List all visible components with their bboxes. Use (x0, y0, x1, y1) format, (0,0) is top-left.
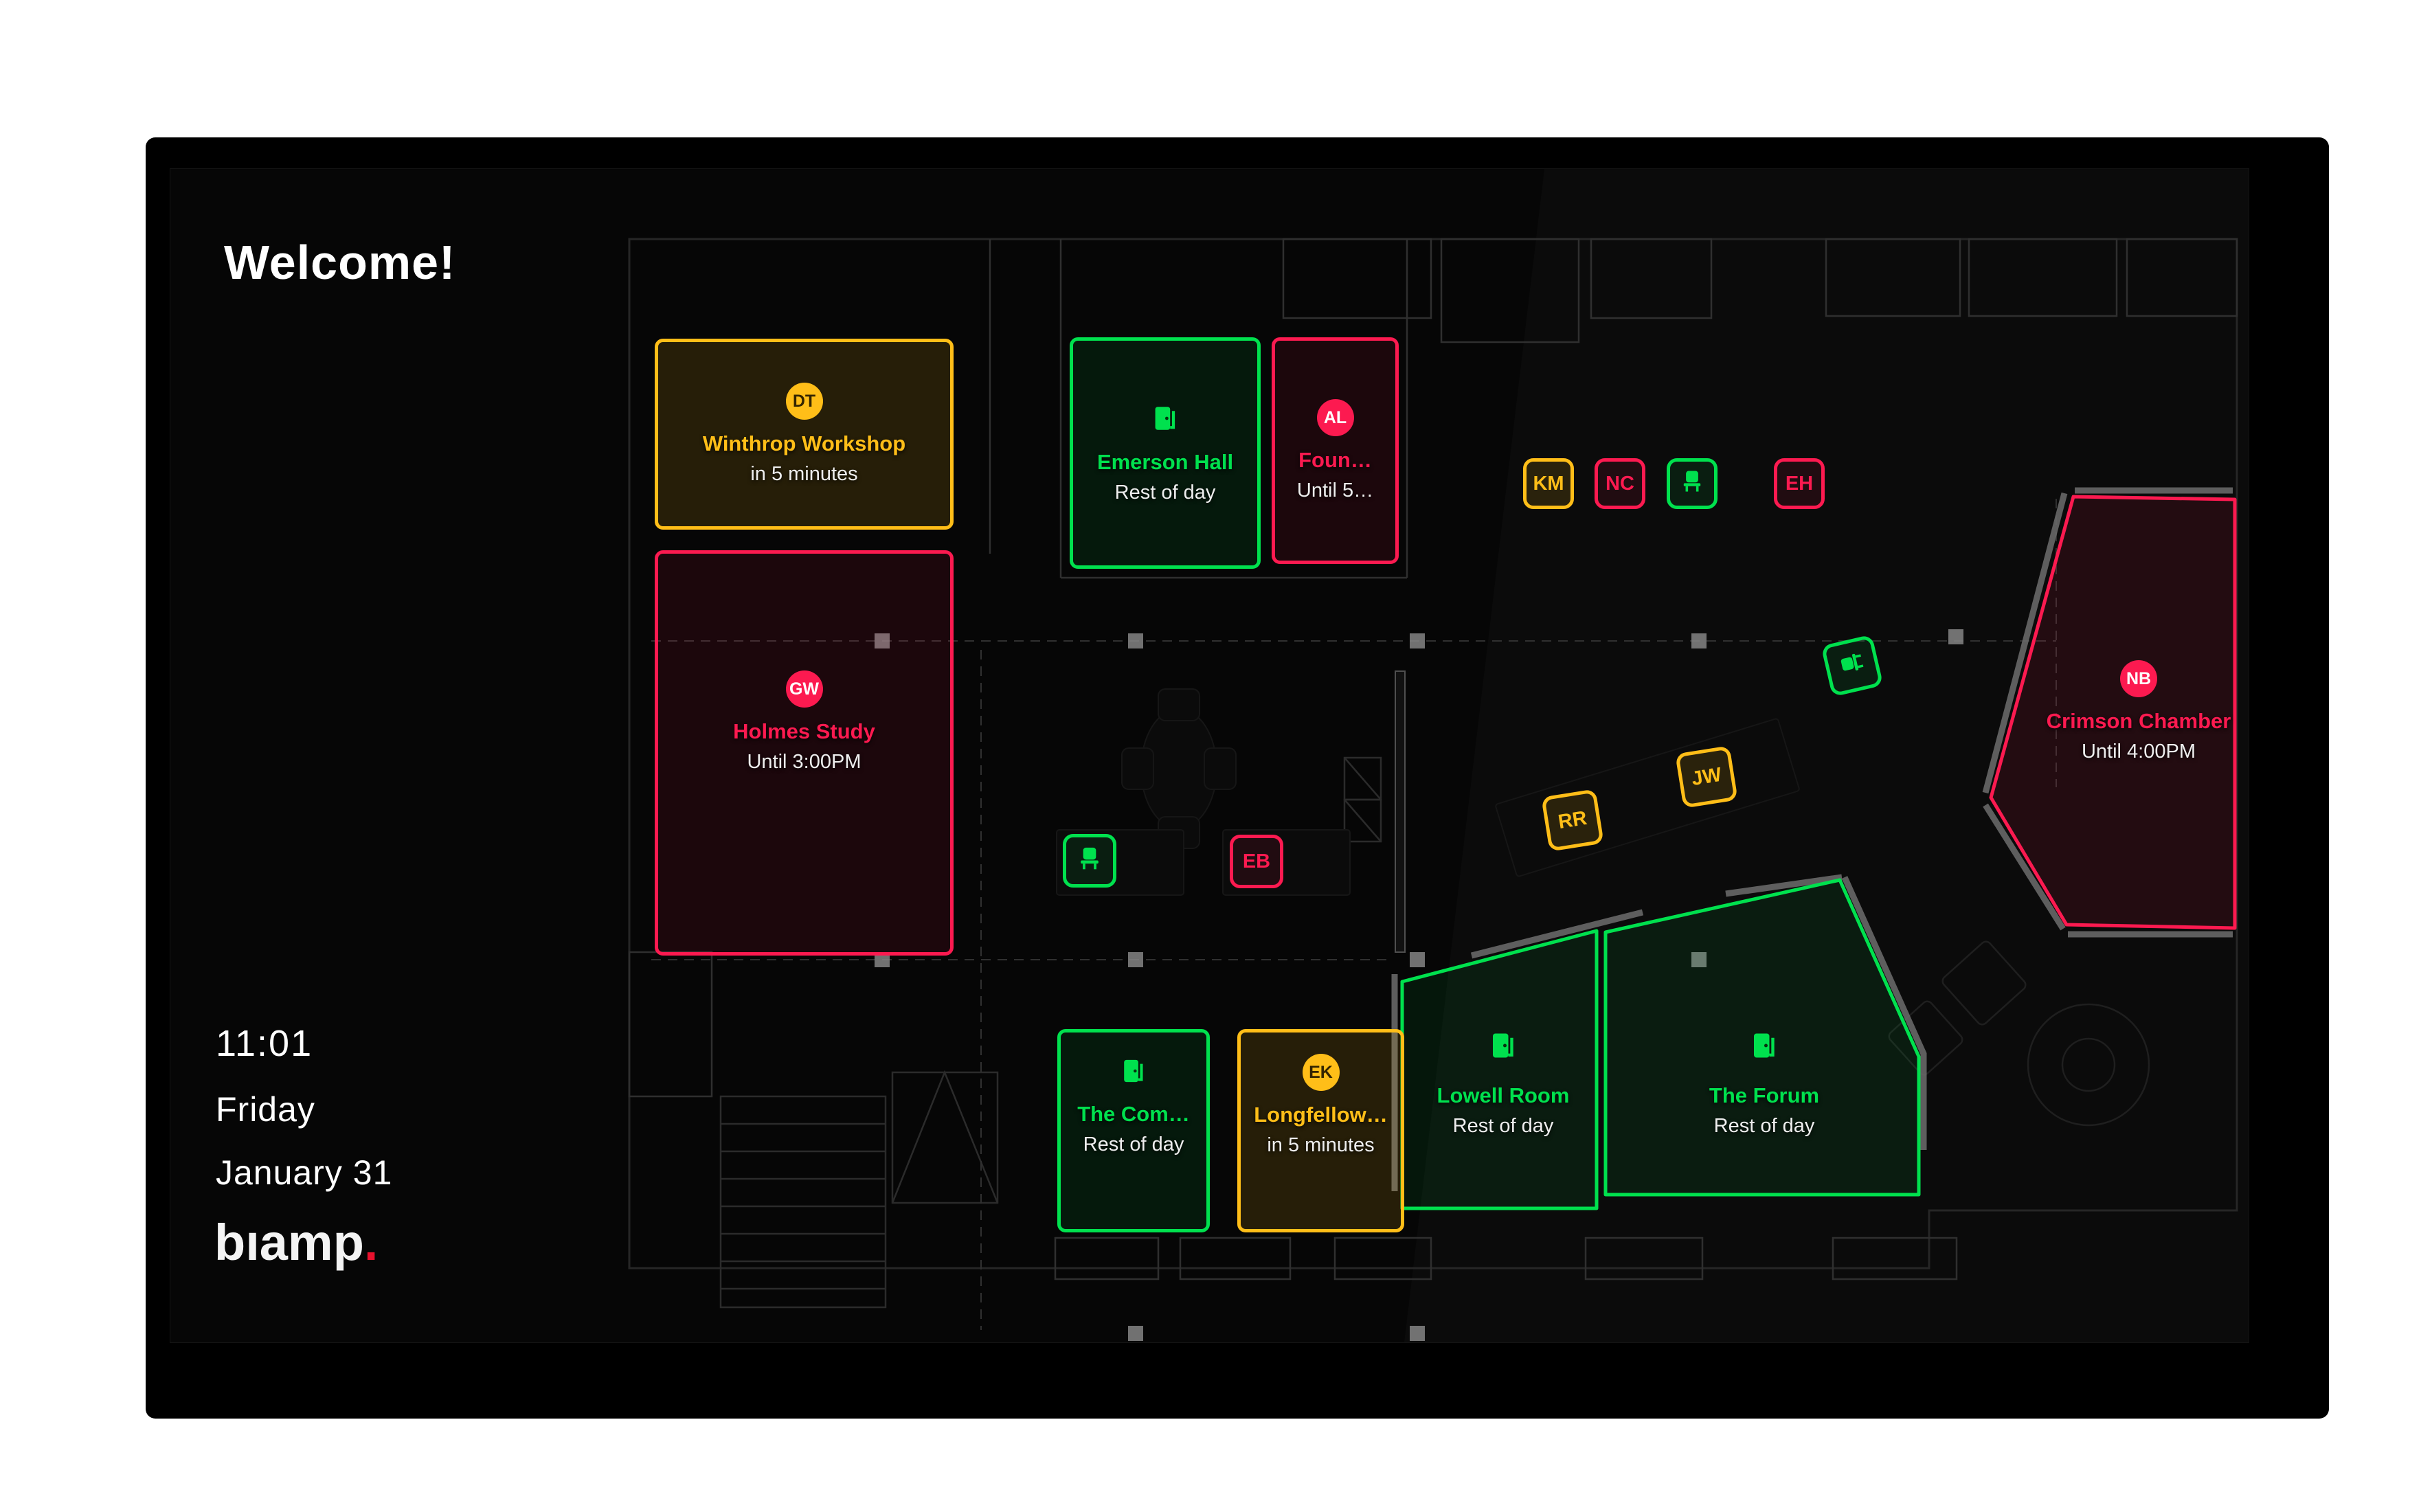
room-status: Until 3:00PM (747, 751, 862, 773)
room-status: Until 5… (1296, 479, 1374, 501)
room-status: in 5 minutes (750, 463, 858, 485)
organizer-badge: EK (1302, 1054, 1340, 1091)
organizer-badge: GW (785, 670, 823, 708)
biamp-logo: bıamp. (214, 1214, 379, 1271)
clock-time: 11:01 (216, 1023, 313, 1064)
room-status: Rest of day (1114, 482, 1216, 504)
room-status: in 5 minutes (1267, 1134, 1375, 1156)
chair-icon (1678, 467, 1706, 500)
room-card-emerson-hall[interactable]: Emerson Hall Rest of day (1070, 337, 1261, 569)
desk-badge-eb[interactable]: EB (1230, 835, 1283, 888)
room-name: Winthrop Workshop (702, 431, 906, 455)
chair-icon (1835, 646, 1869, 685)
desk-badge-rr[interactable]: RR (1541, 789, 1604, 852)
interior-walls (628, 238, 2238, 1280)
furniture (1056, 688, 1800, 896)
desk-badge-available-seat[interactable] (1821, 634, 1884, 697)
logo-dot: . (363, 1214, 379, 1271)
clock-date: January 31 (216, 1153, 393, 1192)
room-card-foundry[interactable]: AL Foun… Until 5… (1272, 337, 1399, 564)
room-status: Rest of day (1083, 1133, 1184, 1155)
shaft (1343, 756, 1382, 843)
room-name: Foun… (1298, 448, 1372, 472)
chair-icon (1075, 844, 1104, 878)
signage-screen: Welcome! 11:01 Friday January 31 bıamp. … (170, 168, 2249, 1343)
stairs (719, 1070, 999, 1309)
clock-weekday: Friday (216, 1090, 315, 1129)
desk-badge-eh[interactable]: EH (1774, 458, 1825, 509)
desk-badge-km[interactable]: KM (1523, 458, 1574, 509)
organizer-badge: AL (1316, 399, 1354, 436)
room-name: Emerson Hall (1096, 450, 1234, 474)
desk-badge-available-seat[interactable] (1667, 458, 1718, 509)
door-icon (1149, 402, 1182, 438)
room-card-the-commons[interactable]: The Com… Rest of day (1057, 1029, 1210, 1232)
room-area-lowell-room[interactable] (1400, 929, 1599, 1210)
desk-badge-nc[interactable]: NC (1595, 458, 1645, 509)
desk-badge-jw[interactable]: JW (1675, 745, 1738, 809)
wall-bar (1395, 670, 1406, 953)
display-bezel: Welcome! 11:01 Friday January 31 bıamp. … (146, 137, 2329, 1419)
desk-badge-available-seat[interactable] (1063, 834, 1116, 888)
room-name: The Com… (1077, 1101, 1190, 1126)
room-name: Longfellow… (1254, 1103, 1388, 1127)
room-name: Holmes Study (733, 719, 875, 743)
clock: 11:01 Friday January 31 (216, 1022, 392, 1216)
room-card-holmes-study[interactable]: GW Holmes Study Until 3:00PM (655, 550, 954, 956)
door-icon (1118, 1055, 1149, 1090)
room-area-crimson-chamber[interactable] (1989, 495, 2237, 930)
welcome-heading: Welcome! (224, 236, 456, 289)
organizer-badge: DT (785, 383, 823, 420)
columns (875, 629, 1963, 1341)
room-card-winthrop-workshop[interactable]: DT Winthrop Workshop in 5 minutes (655, 339, 954, 530)
room-card-longfellow[interactable]: EK Longfellow… in 5 minutes (1237, 1029, 1404, 1232)
thick-walls (1391, 487, 2233, 1191)
